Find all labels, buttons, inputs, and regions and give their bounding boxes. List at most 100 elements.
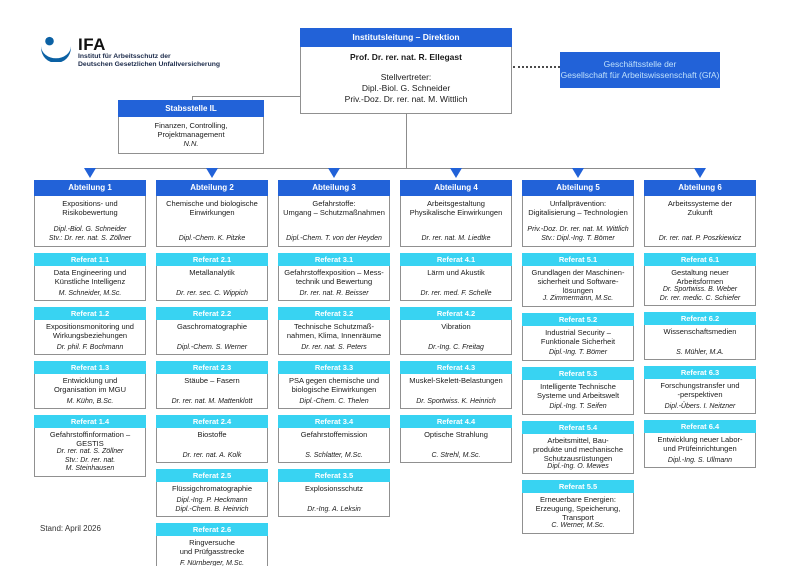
referat-lead-line: Dipl.-Ing. T. Seifen xyxy=(549,403,607,410)
referat-lead-line: Dr. rer. nat. S. Zöllner xyxy=(56,448,124,455)
stabsstelle-lead: N.N. xyxy=(183,139,199,148)
department-lead-line: Stv.: Dr. rer. nat. S. Zöllner xyxy=(48,234,132,242)
referat-header: Referat 2.4 xyxy=(156,415,268,428)
referat-lead-line: Dr. rer. medic. C. Schiefer xyxy=(659,294,741,302)
department-name-line: Zukunft xyxy=(687,208,713,217)
referat-name-line: Künstliche Intelligenz xyxy=(54,277,126,286)
referat-name-line: produkte und mechanische xyxy=(532,444,624,454)
referat-name-line: lösungen xyxy=(562,286,594,295)
down-arrow-icon xyxy=(450,168,462,178)
department-body: Unfallprävention:Digitalisierung – Techn… xyxy=(522,196,634,247)
referat-lead-line: M. Kühn, B.Sc. xyxy=(66,397,114,405)
referat-header: Referat 5.4 xyxy=(522,420,634,434)
referat-name-line: Optische Strahlung xyxy=(424,430,488,439)
referat-lead-line: C. Strehl, M.Sc. xyxy=(431,451,481,459)
stabsstelle-line-2: Projektmanagement xyxy=(157,130,225,139)
referat-lead-line: Dipl.-Übers. I. Neitzner xyxy=(664,402,736,410)
department-lead-line: Dipl.-Chem. K. Pitzke xyxy=(178,234,246,242)
referat-name-line: Industrial Security – xyxy=(545,327,611,337)
referat-header: Referat 2.6 xyxy=(156,523,268,536)
department-name-line: Einwirkungen xyxy=(189,208,235,217)
referat-header: Referat 4.2 xyxy=(400,307,512,320)
department-lead-line: Stv.: Dipl.-Ing. T. Bömer xyxy=(541,234,615,242)
referat-lead-line: Dipl.-Chem. C. Thelen xyxy=(299,397,369,405)
referat-name-line: Forschungstransfer und xyxy=(660,381,740,390)
gfa-box: Geschäftsstelle der Gesellschaft für Arb… xyxy=(560,52,720,88)
department-name-line: Umgang – Schutzmaßnahmen xyxy=(283,208,385,217)
referat-header: Referat 2.1 xyxy=(156,253,268,266)
referat-name-line: und Prüfeinrichtungen xyxy=(663,444,737,453)
department-name-line: Gefahrstoffe: xyxy=(312,199,356,208)
referat-header: Referat 3.4 xyxy=(278,415,390,428)
gfa-line-1: Geschäftsstelle der xyxy=(603,59,677,69)
referat-lead-line: Dr. phil. F. Bochmann xyxy=(56,343,124,351)
down-arrow-icon xyxy=(694,168,706,178)
referat-body: Gefahrstoffexposition – Mess-technik und… xyxy=(278,266,390,301)
department-lead-line: Dr. rer. nat. P. Poszkiewicz xyxy=(658,234,742,242)
department-header: Abteilung 5 xyxy=(522,180,634,196)
logo-subline-2: Deutschen Gesetzlichen Unfallversicherun… xyxy=(78,61,221,69)
referat-lead-line: Dr. rer. sec. C. Wippich xyxy=(176,289,248,297)
referat-header: Referat 6.2 xyxy=(644,312,756,325)
department-lead-line: Priv.-Doz. Dr. rer. nat. M. Wittlich xyxy=(527,226,629,233)
referat-header: Referat 5.5 xyxy=(522,480,634,493)
referat-body: Entwicklung neuer Labor-und Prüfeinricht… xyxy=(644,433,756,468)
department-name-line: Arbeitsgestaltung xyxy=(427,199,485,208)
referat-header: Referat 2.3 xyxy=(156,361,268,374)
referat-body: Arbeitsmittel, Bau-produkte und mechanis… xyxy=(522,433,634,474)
department-lead-line: Dipl.-Biol. G. Schneider xyxy=(53,226,127,233)
down-arrow-icon xyxy=(328,168,340,178)
down-arrow-icon xyxy=(206,168,218,178)
department-header: Abteilung 2 xyxy=(156,180,268,196)
referat-name-line: Organisation im MGU xyxy=(53,385,127,394)
connector-stab-vertical xyxy=(192,96,193,101)
referat-name-line: Systeme und Arbeitswelt xyxy=(536,390,620,400)
referat-header: Referat 2.2 xyxy=(156,307,268,320)
referat-body: Technische Schutzmaß-nahmen, Klima, Inne… xyxy=(278,320,390,355)
referat-name-line: technik und Bewertung xyxy=(295,277,373,286)
referat-body: Industrial Security –Funktionale Sicherh… xyxy=(522,325,634,361)
direktion-deputy-label: Stellvertreter: xyxy=(380,72,432,82)
stand-label: Stand: April 2026 xyxy=(40,524,101,533)
referat-name-line: PSA gegen chemische und xyxy=(288,376,380,385)
connector-direktion-drop xyxy=(406,113,407,168)
referat-lead-line: M. Steinhausen xyxy=(65,465,115,472)
department-header: Abteilung 1 xyxy=(34,180,146,196)
department-name-line: Arbeitssysteme der xyxy=(667,199,733,208)
connector-stab-horizontal xyxy=(192,96,300,97)
stabsstelle-line-1: Finanzen, Controlling, xyxy=(154,121,228,130)
